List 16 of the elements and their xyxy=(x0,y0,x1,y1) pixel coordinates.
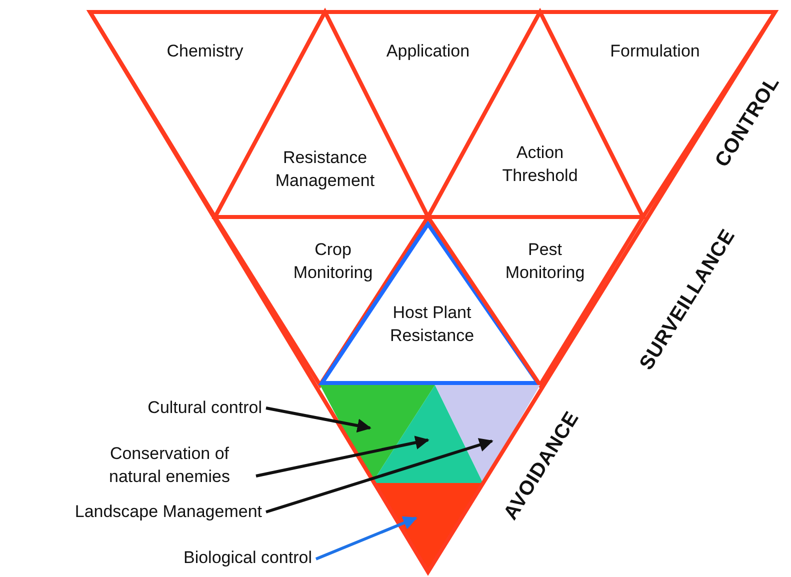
region-label: Chemistry xyxy=(166,40,244,63)
callout-text: Conservation of natural enemies xyxy=(87,443,252,489)
region-label: Application xyxy=(385,40,471,63)
leader-arrow xyxy=(256,436,430,478)
region-label: Formulation xyxy=(609,40,701,63)
leader-arrow xyxy=(315,516,418,560)
region-label: Host Plant Resistance xyxy=(388,302,476,347)
callout-text: Biological control xyxy=(183,547,312,570)
region-label: Action Threshold xyxy=(501,142,579,187)
callout-text: Cultural control xyxy=(148,397,262,420)
region-label: Resistance Management xyxy=(274,147,376,192)
leader-arrow xyxy=(266,406,372,432)
region-label: Pest Monitoring xyxy=(504,239,586,284)
region-label: Crop Monitoring xyxy=(292,239,374,284)
leader-arrow xyxy=(266,438,494,514)
callout-text: Landscape Management xyxy=(74,501,262,524)
